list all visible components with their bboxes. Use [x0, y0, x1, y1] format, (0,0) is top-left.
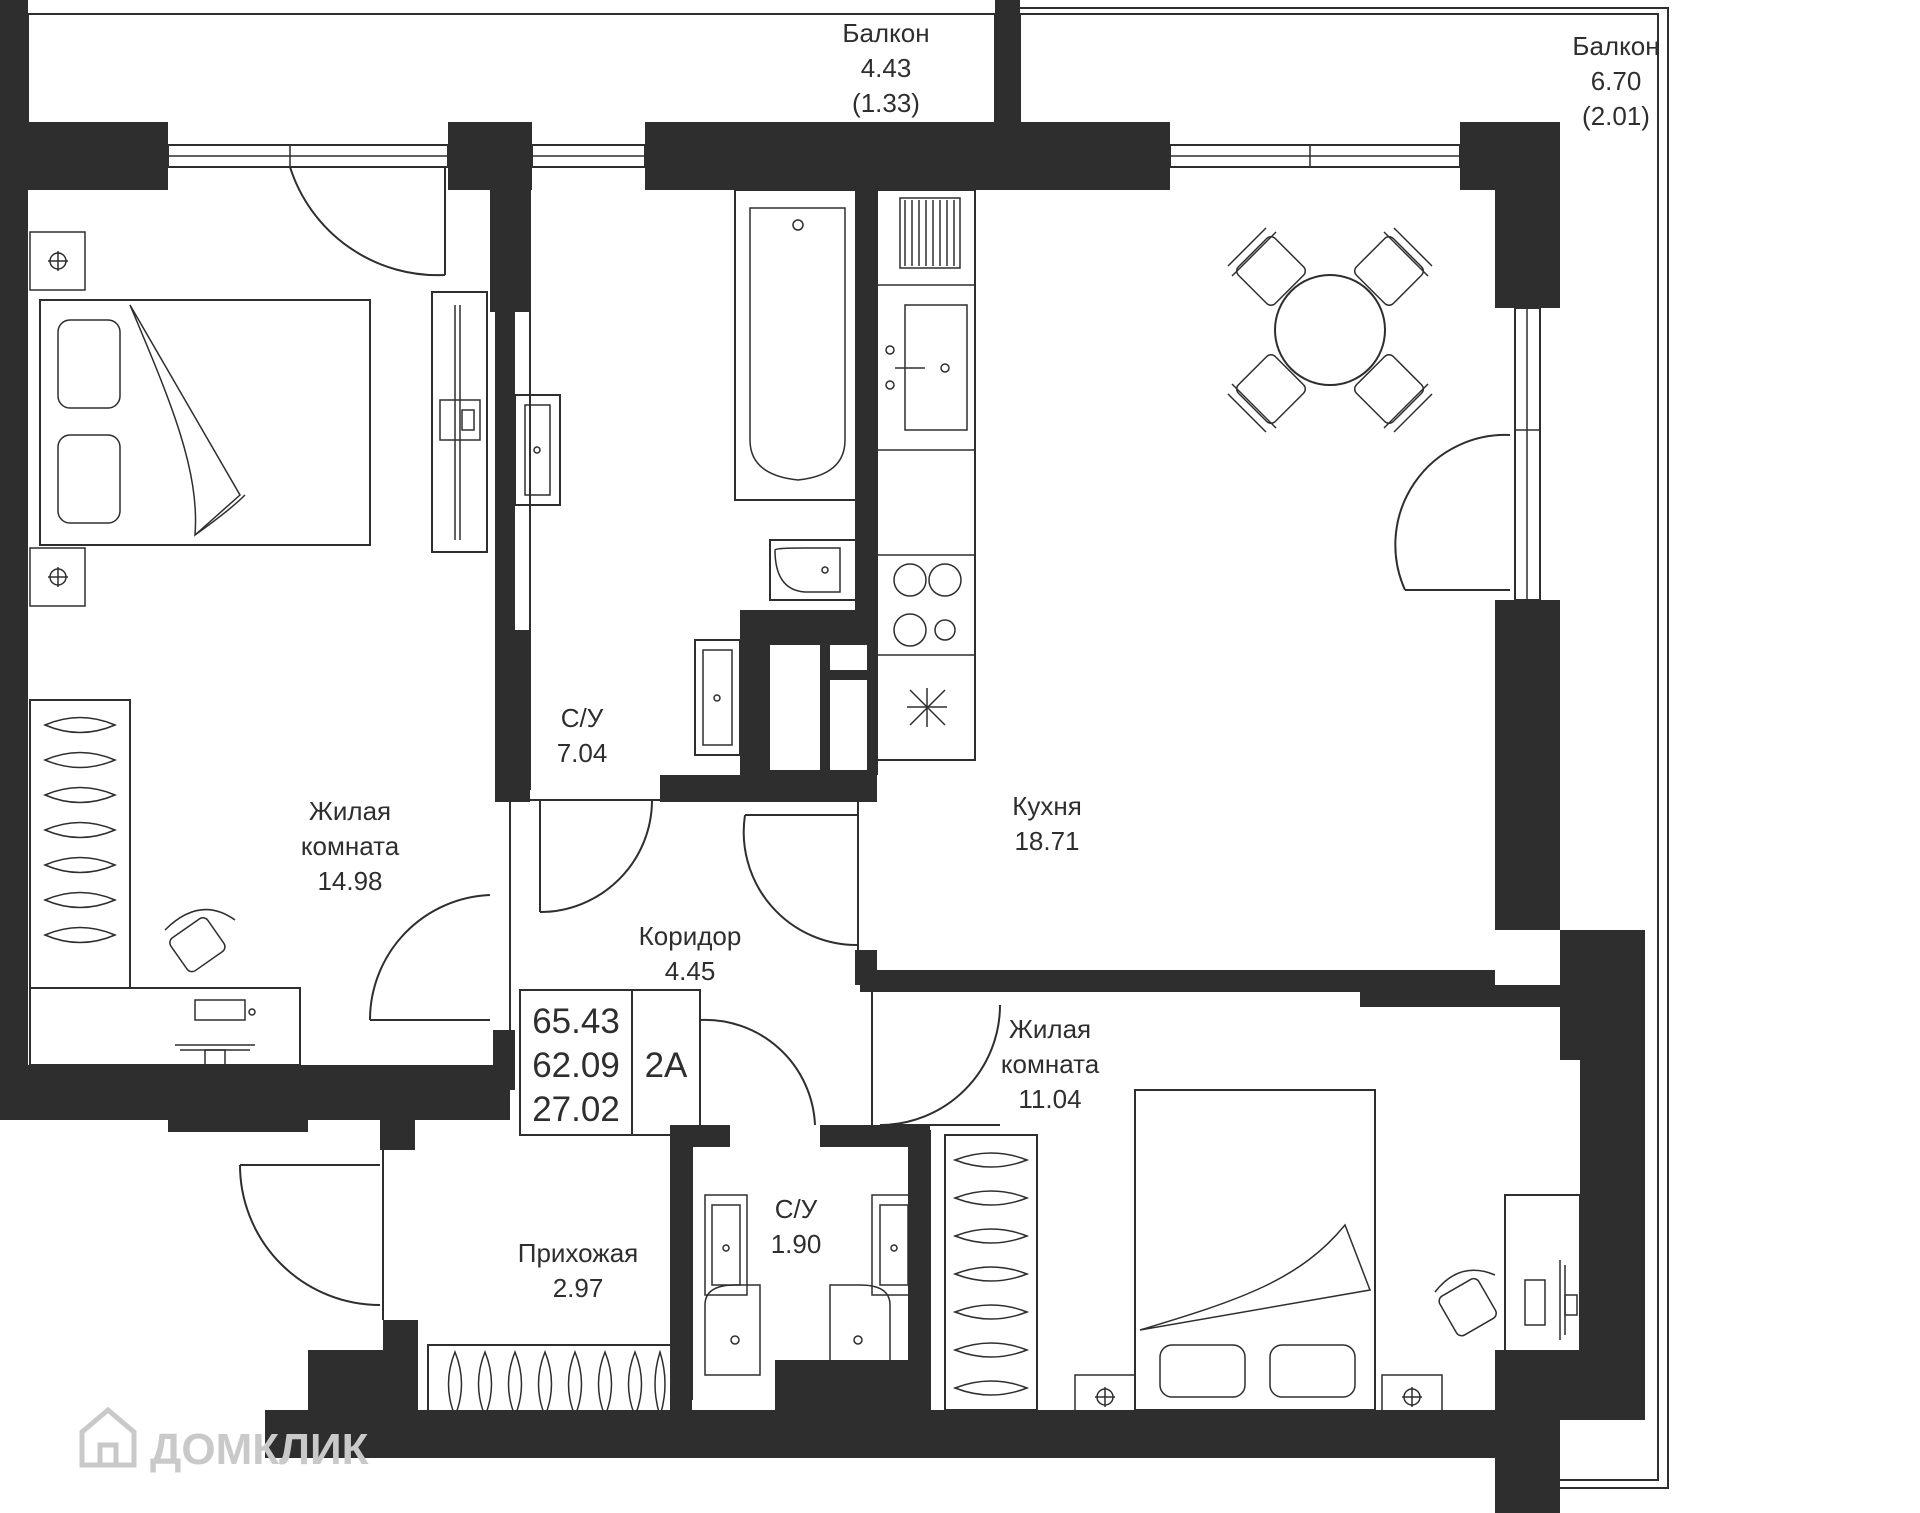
balcony-left-reduced: (1.33)	[852, 88, 920, 118]
bedroom-right-name-1: Жилая	[1009, 1014, 1091, 1044]
balcony-right-name: Балкон	[1572, 31, 1659, 61]
watermark: ДОМКЛИК	[79, 1406, 369, 1474]
fridge-grille	[899, 197, 961, 269]
bedroom-left-name-1: Жилая	[309, 796, 391, 826]
windows	[167, 144, 1627, 1351]
hood-vent	[907, 688, 947, 727]
balcony-left-area: 4.43	[861, 53, 912, 83]
bedroom-right-name-2: комната	[1001, 1049, 1100, 1079]
balcony-right-area: 6.70	[1591, 66, 1642, 96]
tv-stand-left	[431, 291, 488, 553]
living-total-area: 62.09	[532, 1046, 620, 1085]
house-logo-icon	[79, 1406, 137, 1468]
bedroom-left-name-2: комната	[301, 831, 400, 861]
bathroom-small-name: С/У	[775, 1194, 818, 1224]
bed-left	[39, 299, 371, 546]
chair-left	[164, 908, 236, 973]
chair-right	[1434, 1269, 1497, 1337]
hallway-area: 2.97	[553, 1273, 604, 1303]
bathroom-small-area: 1.90	[771, 1229, 822, 1259]
summary-box: 65.43 62.09 27.02 2А	[519, 989, 701, 1136]
room-labels: Балкон 4.43 (1.33) Балкон 6.70 (2.01) Жи…	[301, 18, 1660, 1303]
shaft-blocks	[770, 645, 867, 770]
corridor-area: 4.45	[665, 956, 716, 986]
bathroom-top-area: 7.04	[557, 738, 608, 768]
balcony-right-reduced: (2.01)	[1582, 101, 1650, 131]
sink-top-bath	[514, 394, 561, 506]
watermark-text: ДОМКЛИК	[150, 1425, 369, 1474]
bedroom-right-area: 11.04	[1018, 1084, 1081, 1114]
kitchen-counter	[876, 189, 976, 761]
desk-left	[29, 908, 301, 1066]
bedroom-left-area: 14.98	[317, 866, 382, 896]
balcony-left-name: Балкон	[842, 18, 929, 48]
partitions	[382, 190, 931, 1410]
hallway-name: Прихожая	[518, 1238, 638, 1268]
residential-area: 27.02	[532, 1090, 620, 1129]
wardrobe-right	[944, 1134, 1038, 1411]
kitchen-name: Кухня	[1012, 791, 1082, 821]
walls	[0, 0, 1645, 1513]
bathtub	[734, 189, 861, 501]
corridor-name: Коридор	[639, 921, 742, 951]
hallway-wardrobe	[427, 1344, 679, 1424]
bidet-top	[769, 539, 866, 601]
wardrobe-left	[29, 699, 131, 989]
bed-right	[1134, 1089, 1376, 1411]
kitchen-area: 18.71	[1014, 826, 1079, 856]
sockets-right	[1074, 1374, 1443, 1421]
unit-code: 2А	[645, 1046, 688, 1085]
doors	[239, 166, 1511, 1306]
dining-table	[1227, 227, 1433, 433]
cooktop	[893, 563, 962, 647]
desk-right	[1434, 1194, 1581, 1411]
total-area: 65.43	[532, 1002, 620, 1041]
bathroom-top-name: С/У	[561, 703, 604, 733]
sink-bath-lower	[694, 639, 741, 756]
kitchen-sink	[885, 304, 968, 431]
sockets-left	[29, 231, 86, 607]
small-bath-fixtures	[704, 1194, 915, 1376]
